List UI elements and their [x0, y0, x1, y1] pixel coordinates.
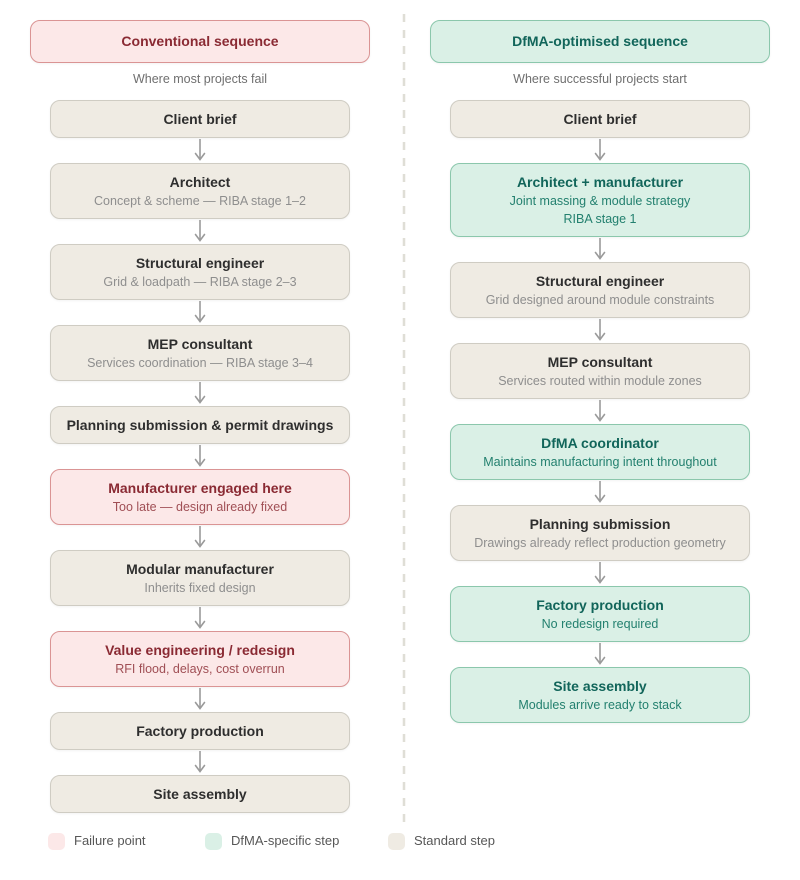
legend-label: DfMA-specific step	[231, 833, 340, 848]
step-subtitle: Modules arrive ready to stack	[518, 698, 682, 712]
step-title: Planning submission	[529, 516, 671, 532]
step-title: Site assembly	[153, 786, 247, 802]
header-title: Conventional sequence	[121, 33, 279, 49]
step-title: Structural engineer	[135, 255, 265, 271]
step-factory-production: Factory production	[50, 712, 350, 750]
step-planning-submission: Planning submission Drawings already ref…	[450, 505, 750, 561]
step-title: Manufacturer engaged here	[108, 480, 292, 496]
step-mep-consultant: MEP consultant Services coordination — R…	[50, 325, 350, 381]
step-planning-submission-permit-drawings: Planning submission & permit drawings	[50, 406, 350, 444]
step-title: Client brief	[163, 111, 237, 127]
arrow-down-icon	[194, 301, 206, 323]
step-subtitle: Grid & loadpath — RIBA stage 2–3	[103, 275, 297, 289]
step-subtitle: Grid designed around module constraints	[485, 293, 715, 307]
standard-swatch-icon	[388, 832, 405, 850]
step-title: Value engineering / redesign	[105, 642, 295, 658]
step-site-assembly: Site assembly Modules arrive ready to st…	[450, 667, 750, 723]
step-title: Planning submission & permit drawings	[66, 417, 334, 433]
step-subtitle: Too late — design already fixed	[112, 500, 288, 514]
step-client-brief: Client brief	[50, 100, 350, 138]
step-subtitle: No redesign required	[541, 617, 659, 631]
arrow-down-icon	[194, 607, 206, 629]
step-architect: Architect Concept & scheme — RIBA stage …	[50, 163, 350, 219]
step-title: Client brief	[563, 111, 637, 127]
legend-item-dfma: DfMA-specific step	[205, 832, 339, 850]
column-subtitle-conventional: Where most projects fail	[132, 72, 268, 86]
step-subtitle: Inherits fixed design	[144, 581, 256, 595]
header-title: DfMA-optimised sequence	[512, 33, 688, 49]
step-client-brief: Client brief	[450, 100, 750, 138]
step-modular-manufacturer: Modular manufacturer Inherits fixed desi…	[50, 550, 350, 606]
step-title: Factory production	[536, 597, 664, 613]
column-dfma: DfMA-optimised sequence Where successful…	[400, 20, 800, 813]
step-title: Architect + manufacturer	[516, 174, 684, 190]
step-subtitle: Services coordination — RIBA stage 3–4	[87, 356, 313, 370]
columns-wrapper: Conventional sequence Where most project…	[0, 20, 800, 813]
step-subtitle: Maintains manufacturing intent throughou…	[483, 455, 717, 469]
failure-swatch-icon	[48, 832, 65, 850]
step-value-engineering-redesign: Value engineering / redesign RFI flood, …	[50, 631, 350, 687]
arrow-down-icon	[594, 643, 606, 665]
arrow-down-icon	[594, 562, 606, 584]
step-title: Site assembly	[553, 678, 647, 694]
column-conventional: Conventional sequence Where most project…	[0, 20, 400, 813]
step-title: Factory production	[136, 723, 264, 739]
header-conventional: Conventional sequence	[30, 20, 370, 63]
step-title: Structural engineer	[535, 273, 665, 289]
arrow-down-icon	[594, 400, 606, 422]
column-subtitle-dfma: Where successful projects start	[513, 72, 687, 86]
step-subtitle: Concept & scheme — RIBA stage 1–2	[94, 194, 306, 208]
step-architect-manufacturer: Architect + manufacturer Joint massing &…	[450, 163, 750, 237]
step-subtitle-line2: RIBA stage 1	[563, 212, 637, 226]
step-title: Architect	[169, 174, 231, 190]
step-title: MEP consultant	[147, 336, 253, 352]
legend-label: Standard step	[414, 833, 495, 848]
arrow-down-icon	[194, 751, 206, 773]
step-mep-consultant: MEP consultant Services routed within mo…	[450, 343, 750, 399]
dfma-swatch-icon	[205, 832, 222, 850]
arrow-down-icon	[194, 688, 206, 710]
header-dfma: DfMA-optimised sequence	[430, 20, 770, 63]
arrow-down-icon	[594, 481, 606, 503]
step-subtitle: RFI flood, delays, cost overrun	[115, 662, 285, 676]
step-site-assembly: Site assembly	[50, 775, 350, 813]
arrow-down-icon	[194, 445, 206, 467]
step-factory-production: Factory production No redesign required	[450, 586, 750, 642]
step-structural-engineer: Structural engineer Grid designed around…	[450, 262, 750, 318]
arrow-down-icon	[594, 139, 606, 161]
legend-item-standard: Standard step	[388, 832, 495, 850]
step-subtitle: Drawings already reflect production geom…	[474, 536, 726, 550]
step-subtitle: Joint massing & module strategy	[509, 194, 691, 208]
arrow-down-icon	[594, 319, 606, 341]
step-title: Modular manufacturer	[126, 561, 274, 577]
step-structural-engineer: Structural engineer Grid & loadpath — RI…	[50, 244, 350, 300]
step-title: MEP consultant	[547, 354, 653, 370]
step-manufacturer-engaged-here: Manufacturer engaged here Too late — des…	[50, 469, 350, 525]
legend-item-failure: Failure point	[48, 832, 146, 850]
arrow-down-icon	[594, 238, 606, 260]
step-dfma-coordinator: DfMA coordinator Maintains manufacturing…	[450, 424, 750, 480]
arrow-down-icon	[194, 220, 206, 242]
step-subtitle: Services routed within module zones	[498, 374, 702, 388]
legend-label: Failure point	[74, 833, 146, 848]
step-title: DfMA coordinator	[541, 435, 659, 451]
arrow-down-icon	[194, 382, 206, 404]
arrow-down-icon	[194, 526, 206, 548]
arrow-down-icon	[194, 139, 206, 161]
